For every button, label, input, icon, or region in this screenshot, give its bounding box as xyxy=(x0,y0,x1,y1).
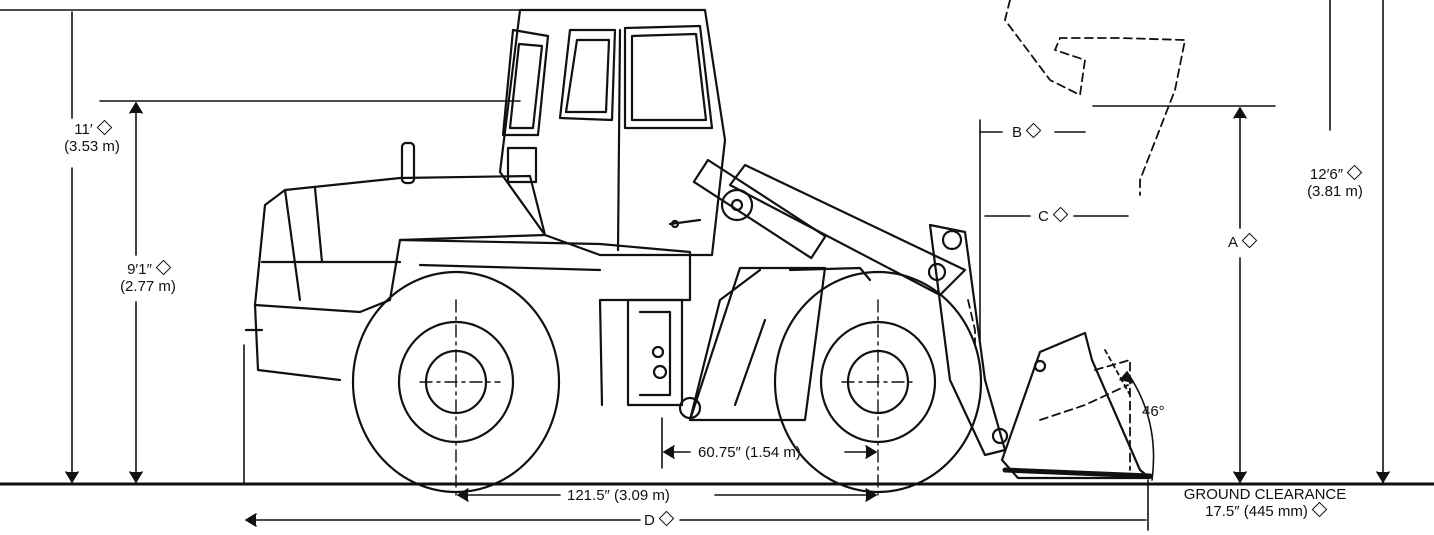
dimension-a-line xyxy=(1092,105,1276,483)
ground-clearance-label: GROUND CLEARANCE 17.5″ (445 mm) xyxy=(1150,486,1380,520)
hood-height-label: 9′1″ (2.77 m) xyxy=(100,259,196,295)
lift-arm xyxy=(692,158,1009,457)
dump-angle-arc xyxy=(1126,371,1155,481)
reach-dimension-lines xyxy=(979,119,1129,341)
dimension-b-text: B xyxy=(1012,124,1023,141)
overall-height-value: 11′ xyxy=(74,121,93,138)
chassis xyxy=(398,238,692,407)
ground-clearance-value: 17.5″ (445 mm) xyxy=(1205,503,1308,520)
diamond-icon xyxy=(96,119,112,136)
overall-height-dimension xyxy=(65,11,79,483)
overall-height-label: 11′ (3.53 m) xyxy=(52,119,132,155)
max-lift-height-metric: (3.81 m) xyxy=(1307,183,1363,200)
diamond-icon xyxy=(1241,232,1258,249)
pivot-dimension-line xyxy=(661,417,877,469)
bucket-dump-outline xyxy=(967,0,1186,471)
bucket xyxy=(1000,331,1153,480)
engine-hood xyxy=(243,141,547,485)
hood-height-metric: (2.77 m) xyxy=(120,278,176,295)
axle-to-pivot-label: 60.75″ (1.54 m) xyxy=(698,444,801,461)
max-lift-dimension-line xyxy=(1329,0,1390,483)
dimension-a-text: A xyxy=(1228,234,1239,251)
dimension-c-label: C xyxy=(1038,206,1069,225)
axle-center-lines xyxy=(419,299,913,501)
diamond-icon xyxy=(1311,501,1328,518)
cab xyxy=(498,8,727,257)
dimension-c-text: C xyxy=(1038,208,1049,225)
diamond-icon xyxy=(1025,122,1042,139)
diamond-icon xyxy=(155,259,172,276)
max-lift-height-label: 12′6″ (3.81 m) xyxy=(1290,164,1380,200)
overall-length-dimension-line xyxy=(245,479,1149,531)
hood-height-value: 9′1″ xyxy=(127,261,152,278)
ground-clearance-title: GROUND CLEARANCE xyxy=(1183,486,1347,503)
max-lift-height-value: 12′6″ xyxy=(1309,166,1344,183)
diamond-icon xyxy=(1346,164,1363,181)
dimension-d-text: D xyxy=(644,512,655,529)
overall-height-metric: (3.53 m) xyxy=(64,138,120,155)
wheelbase-dimension-line xyxy=(457,488,877,502)
front-linkage xyxy=(678,266,872,422)
hood-height-dimension xyxy=(129,102,143,483)
dimension-d-label: D xyxy=(644,510,675,529)
dimension-b-label: B xyxy=(1012,122,1042,141)
dimension-a-label: A xyxy=(1228,232,1258,251)
dump-angle-label: 46° xyxy=(1142,403,1165,420)
wheelbase-label: 121.5″ (3.09 m) xyxy=(567,487,670,504)
diamond-icon xyxy=(1052,206,1069,223)
diamond-icon xyxy=(658,510,675,527)
